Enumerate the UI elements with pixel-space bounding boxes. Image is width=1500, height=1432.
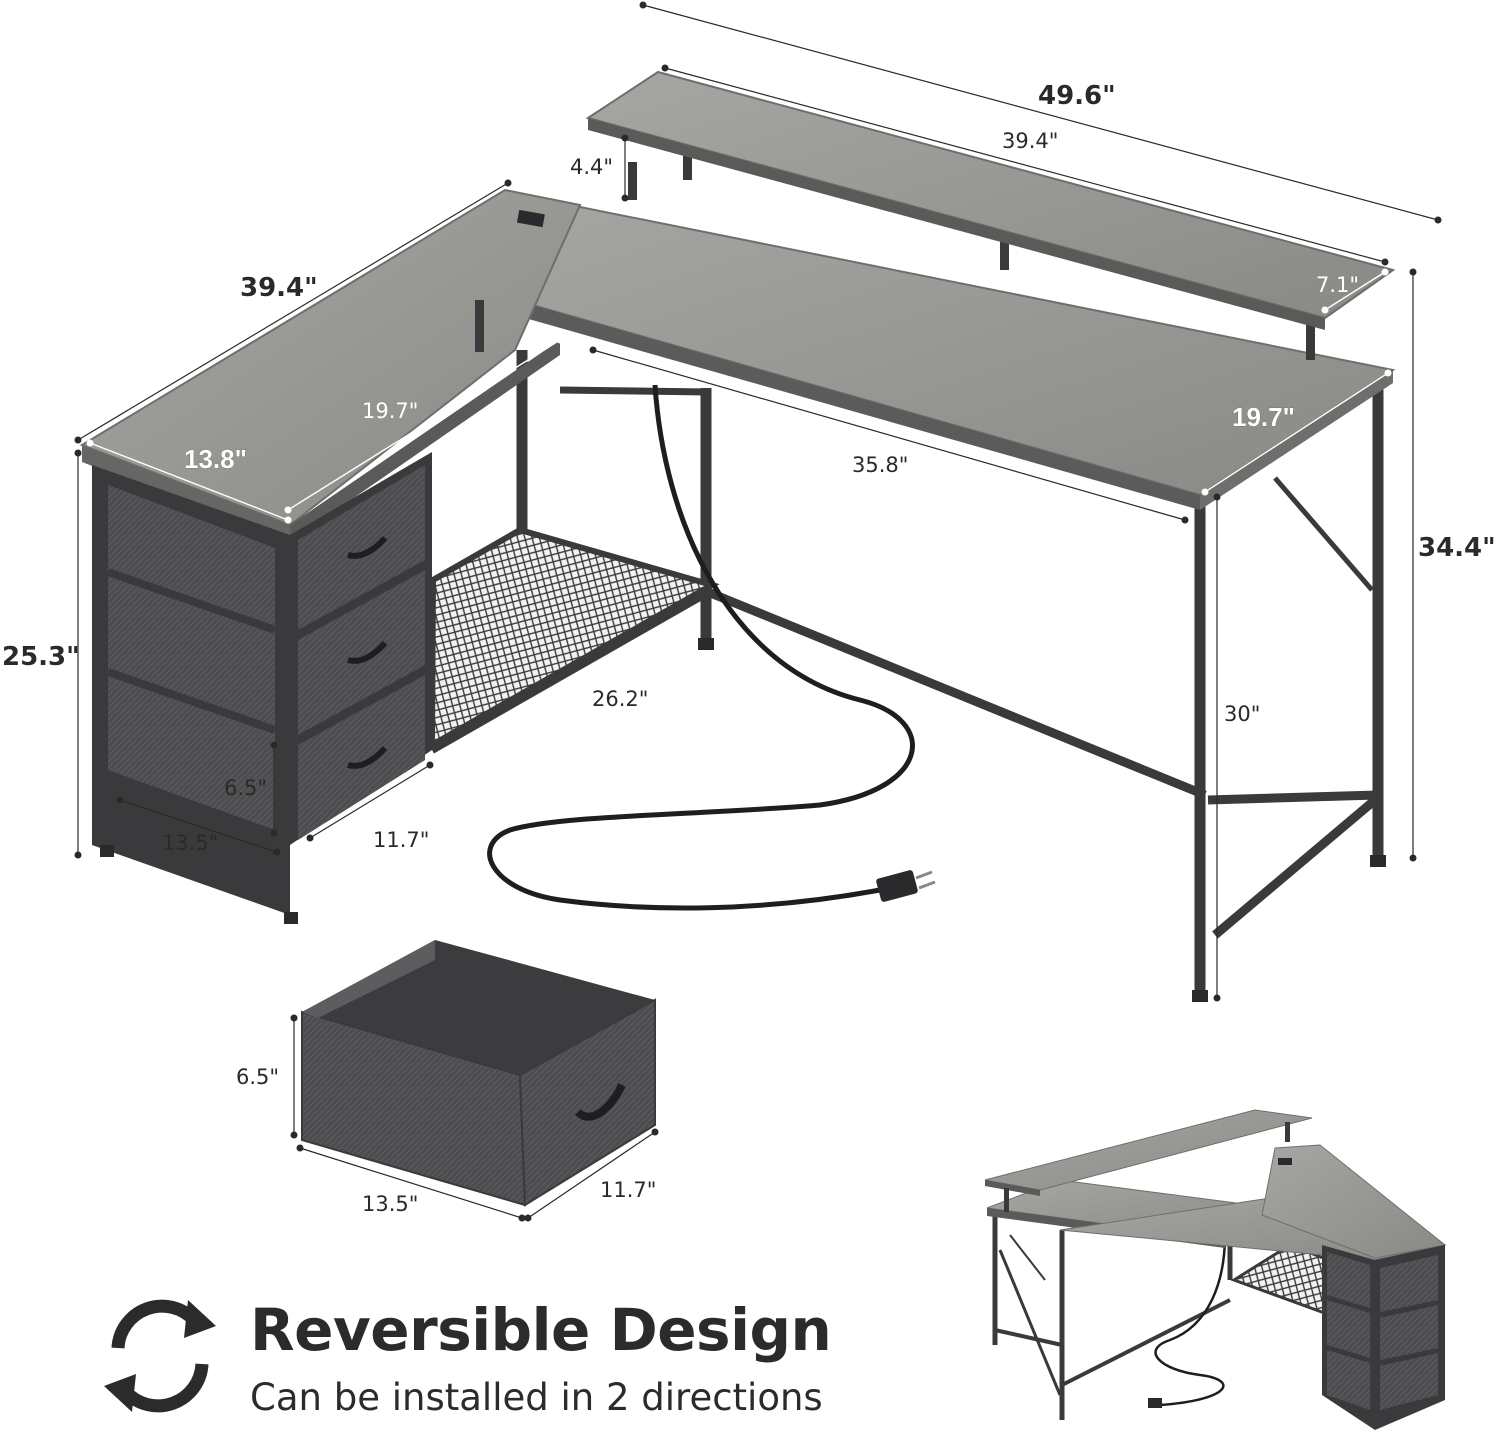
dimension-labels: 49.6" 39.4" 4.4" 7.1" 34.4" 39.4" 19.7" …	[2, 81, 1496, 1216]
drawer-cabinet	[92, 452, 714, 924]
return-side-edge	[290, 340, 560, 542]
label-bin-width: 11.7"	[600, 1178, 656, 1202]
label-drawer-unit-depth: 13.8"	[184, 444, 247, 474]
drawer-2	[298, 570, 425, 735]
plug-icon	[876, 870, 936, 902]
drawer-1	[298, 465, 425, 630]
desk-frame	[516, 350, 1384, 995]
usb-port-icon	[516, 209, 545, 228]
desktop-front-edge	[462, 285, 1200, 510]
return-top	[79, 188, 582, 527]
label-return-length: 39.4"	[240, 273, 318, 303]
label-bin-height: 6.5"	[236, 1065, 279, 1089]
reverse-arrows-icon	[104, 1299, 216, 1413]
mesh-shelf	[428, 526, 720, 751]
label-drawer-height: 6.5"	[224, 776, 267, 800]
label-return-inner-depth: 19.7"	[362, 399, 418, 423]
label-drawer-width: 11.7"	[373, 828, 429, 852]
desk-feet	[698, 638, 1386, 1002]
main-desk	[79, 70, 1396, 1002]
footer-subtitle: Can be installed in 2 directions	[250, 1376, 823, 1419]
label-total-height: 34.4"	[1418, 533, 1496, 563]
power-cord	[487, 384, 915, 911]
desktop-side-edge	[1200, 370, 1393, 510]
label-riser-height: 4.4"	[570, 155, 613, 179]
fabric-bin	[290, 940, 659, 1222]
label-drawer-depth: 13.5"	[162, 831, 218, 855]
drawer-3	[298, 675, 425, 840]
label-total-width: 49.6"	[1038, 81, 1116, 111]
label-inner-width: 35.8"	[852, 453, 908, 477]
label-shelf-length: 26.2"	[592, 687, 648, 711]
monitor-riser	[475, 70, 1396, 360]
label-bin-depth: 13.5"	[362, 1192, 418, 1216]
label-desk-depth: 19.7"	[1232, 402, 1295, 432]
reversed-desk-thumbnail	[984, 1109, 1447, 1430]
footer-title: Reversible Design	[250, 1296, 832, 1364]
label-shelf-width: 39.4"	[1002, 129, 1058, 153]
label-return-height: 25.3"	[2, 642, 80, 672]
bin-handle	[575, 1083, 626, 1121]
dimension-lines	[74, 1, 1442, 1002]
label-knee-height: 30"	[1224, 702, 1260, 726]
label-shelf-depth: 7.1"	[1316, 273, 1359, 297]
